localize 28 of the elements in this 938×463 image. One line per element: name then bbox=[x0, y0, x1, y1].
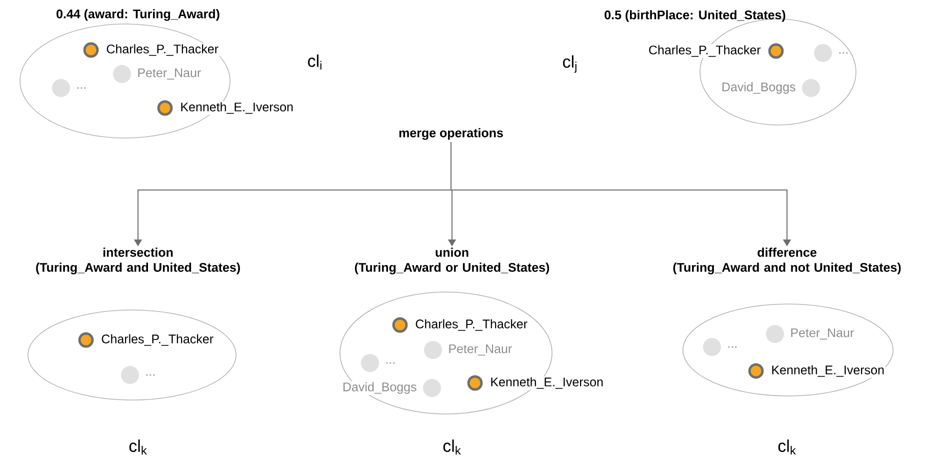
entity-label: Charles_P._Thacker bbox=[414, 318, 529, 332]
entity-label: ... bbox=[384, 361, 397, 365]
entity-label: Peter_Naur bbox=[789, 327, 856, 341]
entity-label: Kenneth_E._Iverson bbox=[489, 376, 604, 390]
entity-label: Charles_P._Thacker bbox=[100, 333, 215, 347]
entity-label: ... bbox=[75, 86, 88, 90]
cluster-name: cl$_{k}$ bbox=[443, 440, 461, 454]
entity-label: David_Boggs bbox=[341, 381, 418, 395]
entity-label: Kenneth_E._Iverson bbox=[179, 101, 294, 115]
entity-label: ... bbox=[144, 373, 157, 377]
cluster-title: 0.44 (award: Turing_Award) bbox=[56, 9, 220, 21]
entity-label: Charles_P._Thacker bbox=[647, 44, 762, 58]
cluster-title: difference (Turing_Award and not United_States) bbox=[673, 248, 901, 274]
cluster-name: cl$_{j}$ bbox=[563, 55, 576, 73]
entity-label: Peter_Naur bbox=[136, 67, 202, 81]
entity-label: ... bbox=[726, 345, 739, 349]
cluster-name: cl$_{k}$ bbox=[778, 440, 796, 454]
entity-label: Peter_Naur bbox=[447, 343, 514, 357]
heading-text: merge operations bbox=[399, 128, 503, 140]
entity-label: ... bbox=[837, 51, 850, 55]
entity-label: David_Boggs bbox=[720, 81, 797, 95]
cluster-name: cl$_{k}$ bbox=[129, 440, 147, 454]
cluster-name: cl$_{i}$ bbox=[308, 54, 322, 70]
entity-label: Kenneth_E._Iverson bbox=[770, 364, 886, 378]
cluster-title: union (Turing_Award or United_States) bbox=[354, 248, 550, 274]
cluster-title: 0.5 (birthPlace: United_States) bbox=[604, 10, 786, 22]
entity-label: Charles_P._Thacker bbox=[105, 43, 220, 57]
cluster-title: intersection (Turing_Award and United_States) bbox=[36, 248, 240, 274]
